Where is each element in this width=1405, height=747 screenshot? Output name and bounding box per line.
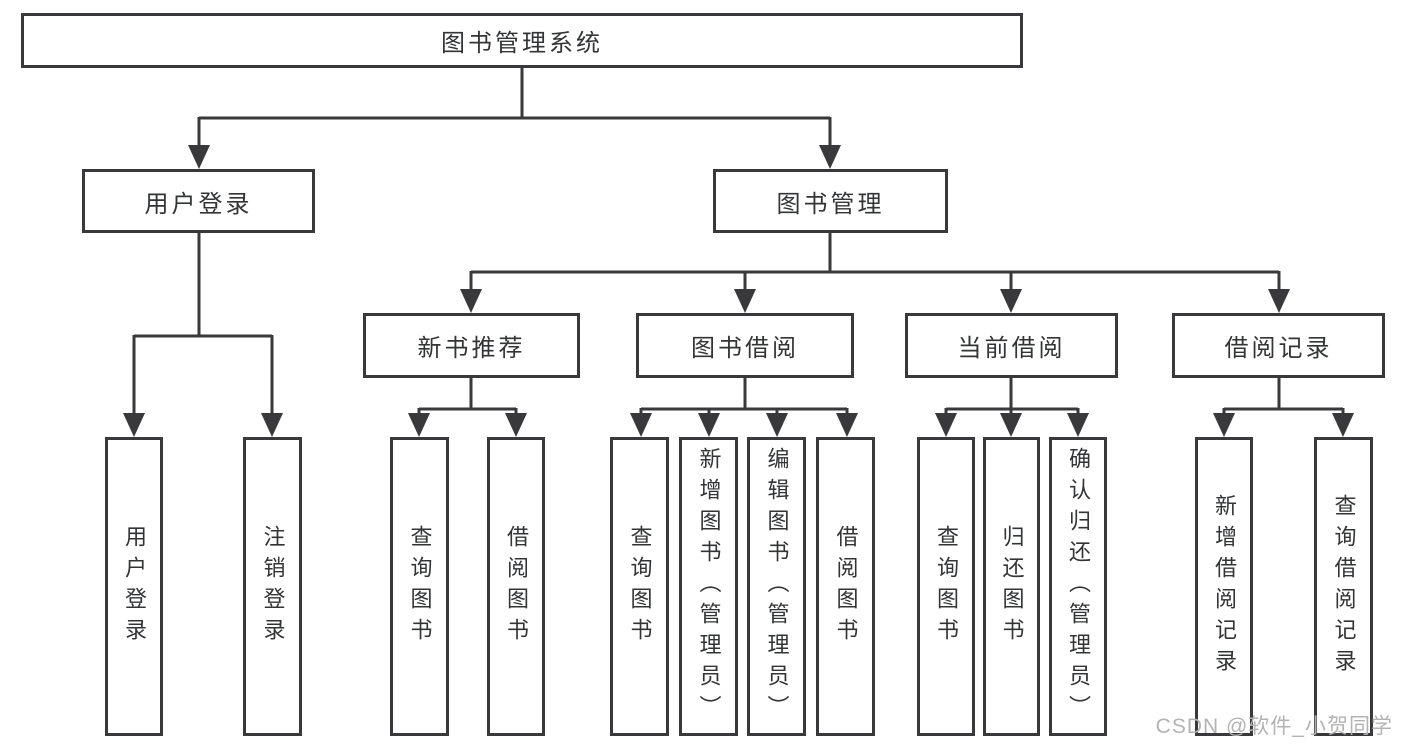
leaf-query-borrow-record-label: 查询借阅记录	[1331, 493, 1357, 680]
leaf-query-books-current: 查询图书	[917, 437, 975, 736]
leaf-borrow-books-recommend: 借阅图书	[487, 437, 545, 736]
leaf-query-books-current-label: 查询图书	[934, 524, 959, 649]
leaf-user-login: 用户登录	[105, 437, 163, 736]
csdn-watermark: CSDN @软件_小贺同学	[1155, 715, 1393, 738]
leaf-borrow-books-borrowing-label: 借阅图书	[833, 524, 859, 649]
leaf-query-borrow-record: 查询借阅记录	[1314, 437, 1373, 736]
leaf-borrow-books-borrowing: 借阅图书	[816, 437, 875, 736]
node-book-borrowing: 图书借阅	[636, 313, 854, 378]
leaf-confirm-return-admin-label: 确认归还（管理员）	[1066, 447, 1091, 726]
leaf-add-borrow-record-label: 新增借阅记录	[1212, 493, 1237, 680]
node-user-login: 用户登录	[82, 169, 315, 233]
leaf-add-books-admin-label: 新增图书（管理员）	[696, 447, 722, 726]
leaf-query-books-recommend: 查询图书	[390, 437, 449, 736]
leaf-return-books-label: 归还图书	[999, 524, 1025, 649]
leaf-edit-books-admin-label: 编辑图书（管理员）	[764, 447, 790, 726]
node-current-borrowing: 当前借阅	[905, 313, 1118, 378]
leaf-query-books-borrowing: 查询图书	[610, 437, 669, 736]
leaf-user-login-label: 用户登录	[122, 524, 147, 649]
node-new-book-recommendation: 新书推荐	[363, 313, 580, 378]
leaf-query-books-borrowing-label: 查询图书	[627, 524, 653, 649]
node-library-management-system: 图书管理系统	[21, 13, 1023, 68]
leaf-edit-books-admin: 编辑图书（管理员）	[747, 437, 806, 736]
leaf-add-borrow-record: 新增借阅记录	[1195, 437, 1253, 736]
leaf-return-books: 归还图书	[983, 437, 1040, 736]
leaf-confirm-return-admin: 确认归还（管理员）	[1049, 437, 1107, 736]
node-borrowing-records: 借阅记录	[1172, 313, 1385, 378]
leaf-query-books-recommend-label: 查询图书	[407, 524, 433, 649]
leaf-borrow-books-recommend-label: 借阅图书	[504, 524, 529, 649]
node-book-management: 图书管理	[713, 169, 948, 233]
leaf-add-books-admin: 新增图书（管理员）	[679, 437, 738, 736]
leaf-logout: 注销登录	[243, 437, 302, 736]
leaf-logout-label: 注销登录	[260, 524, 286, 649]
